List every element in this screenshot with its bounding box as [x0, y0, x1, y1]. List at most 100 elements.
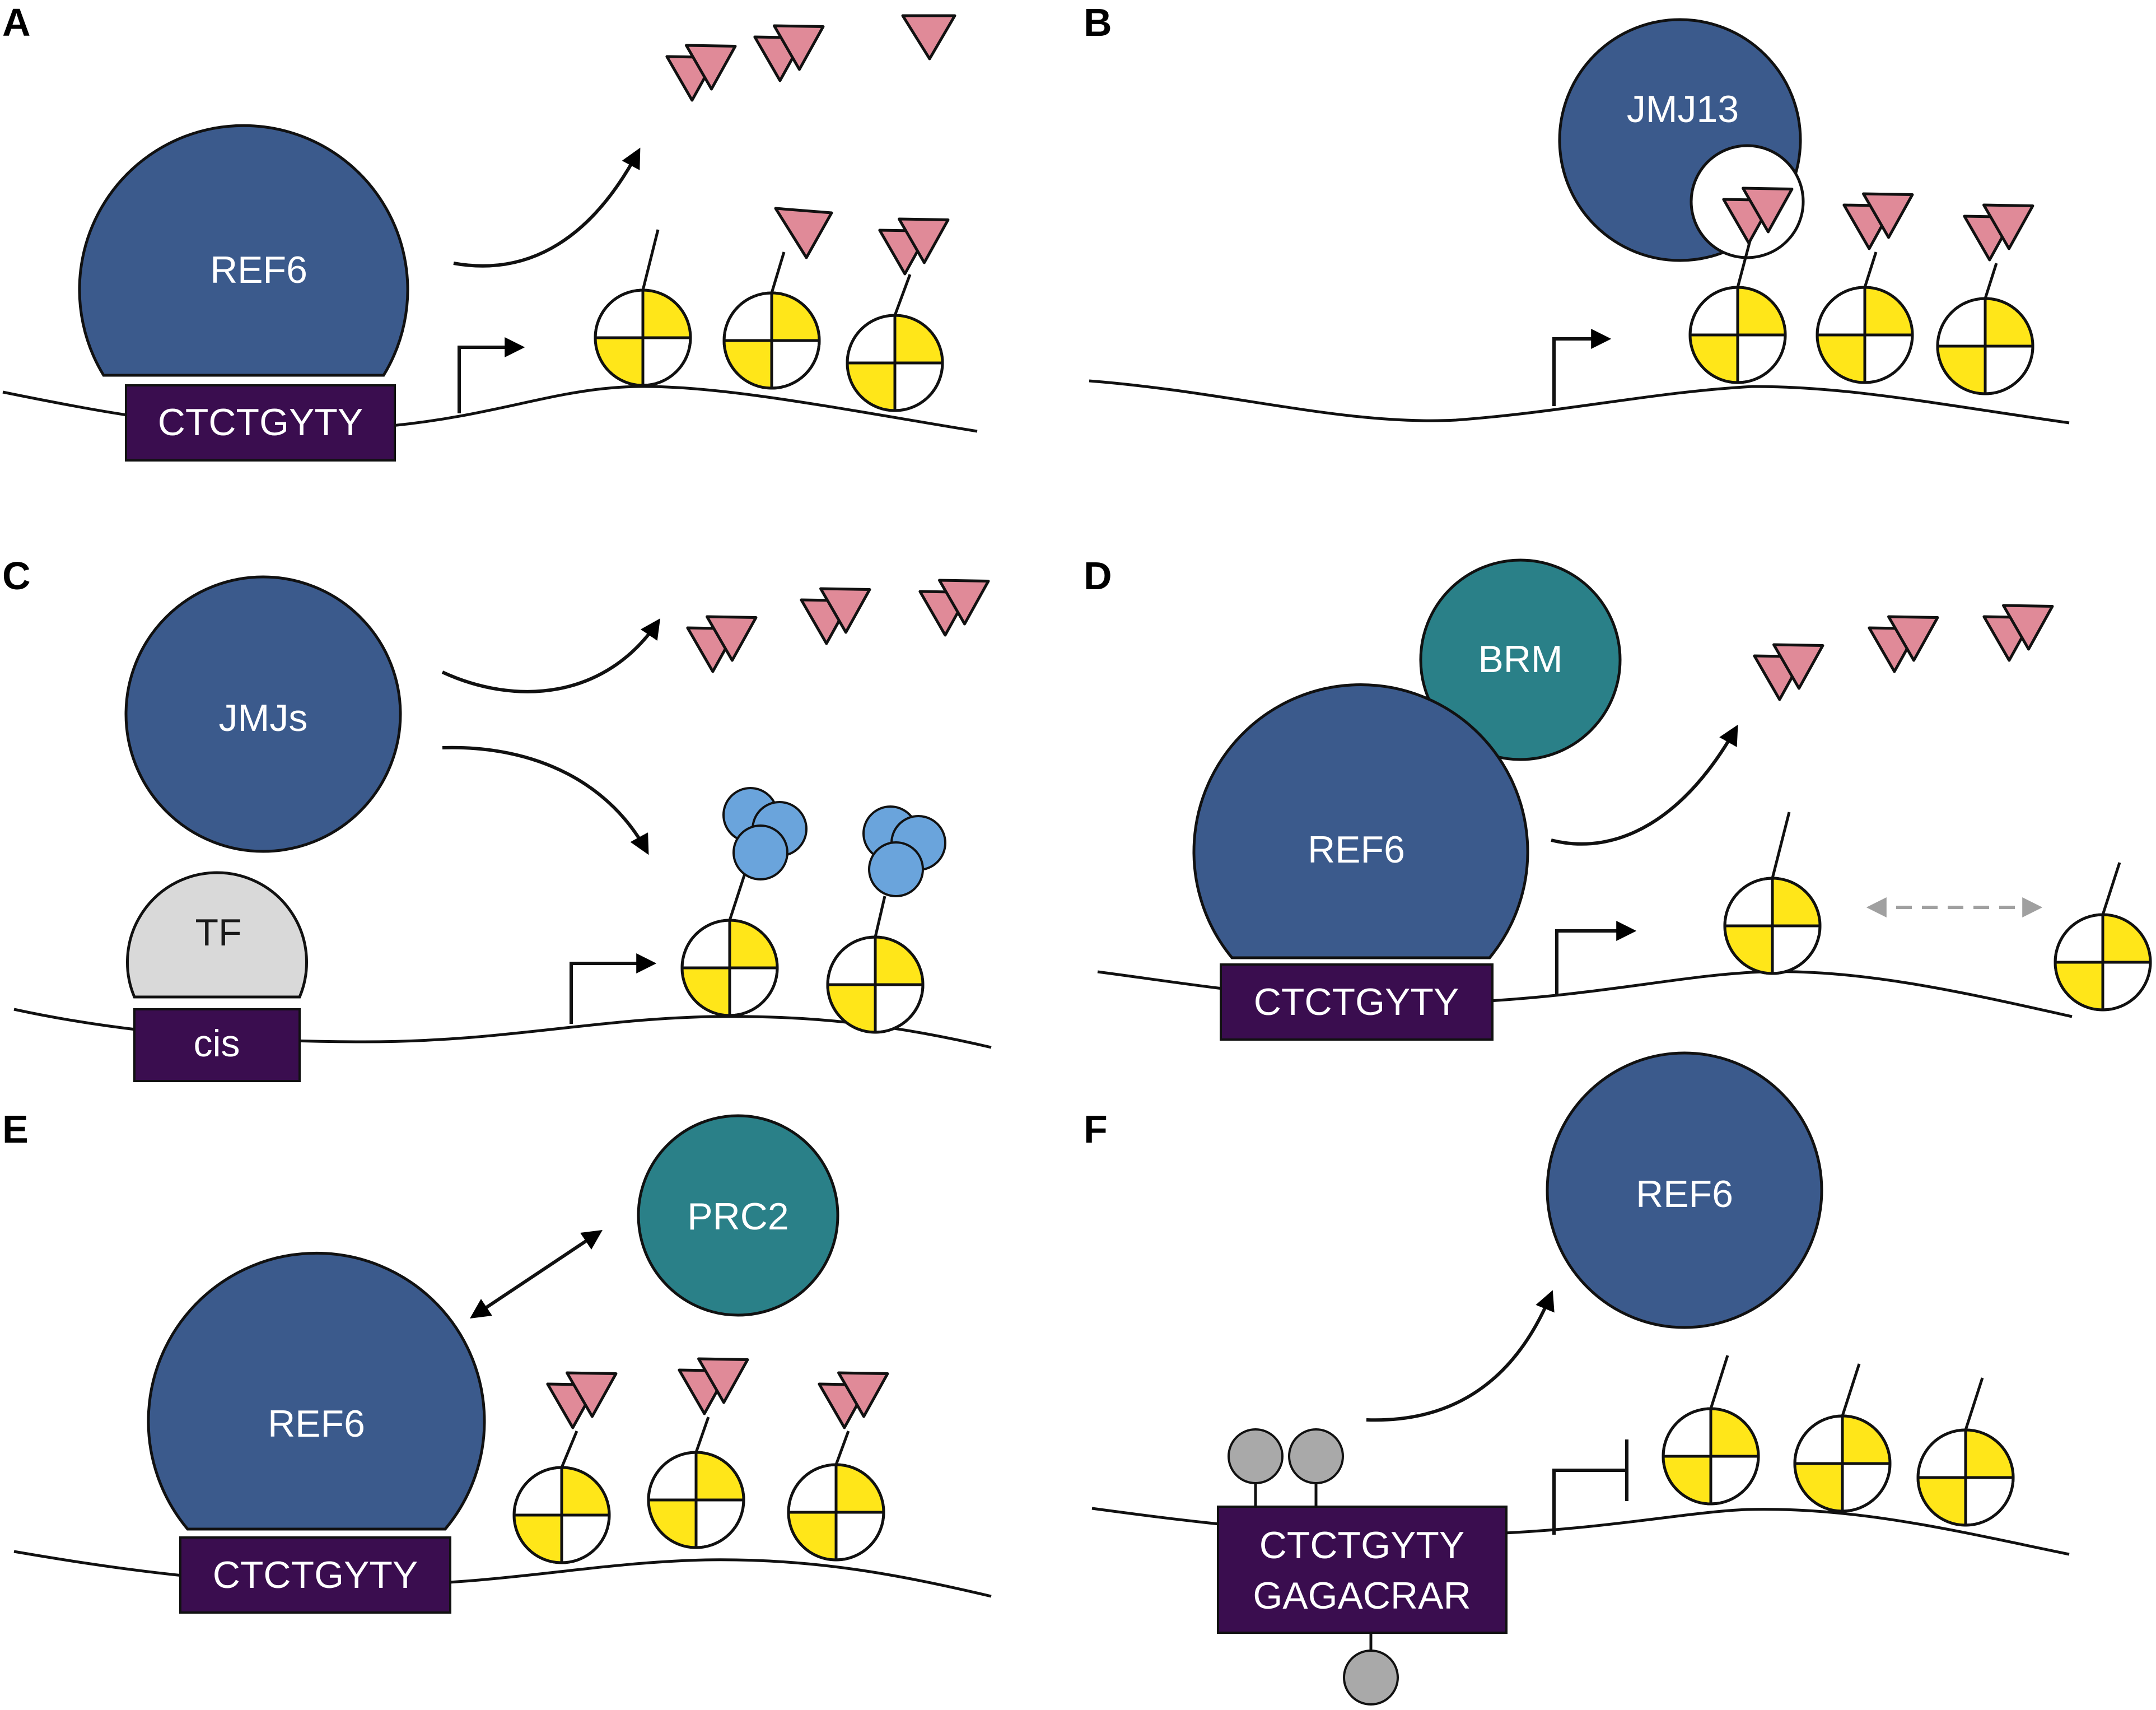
- histone-tail: [1984, 263, 1998, 299]
- histone-tail: [1841, 1363, 1861, 1417]
- nucleosome: [826, 935, 925, 1034]
- dna-strand: [1089, 379, 2070, 425]
- cis-element-box: [133, 1008, 301, 1082]
- methyl-mark-pair: [918, 579, 990, 637]
- panel-f-letter: F: [1084, 1107, 1108, 1151]
- protein-jmjs-label: JMJs: [219, 697, 308, 739]
- protein-ref6: [78, 124, 409, 377]
- methyl-mark-pair: [546, 1371, 618, 1429]
- methyl-mark-pair: [878, 217, 950, 276]
- motif-box: [1217, 1506, 1508, 1634]
- motif-box: [179, 1536, 451, 1614]
- methyl-mark-pair: [1868, 615, 1939, 673]
- dna-methylation-top: [1228, 1428, 1344, 1507]
- nucleosome: [680, 919, 779, 1017]
- protein-ref6: [147, 1251, 486, 1531]
- dna-methylation-bottom: [1343, 1633, 1399, 1706]
- dna-strand: [13, 1550, 992, 1598]
- methyl-mark-pair: [1722, 187, 1794, 245]
- acetyl-cluster: [722, 787, 808, 880]
- motif-label: CTCTGYTY: [1254, 981, 1459, 1023]
- motif-box: [125, 384, 396, 462]
- motif-label: CTCTGYTY: [213, 1554, 418, 1596]
- panel-b: B JMJ13: [1084, 1, 2070, 425]
- methyl-mark-pair: [678, 1357, 749, 1415]
- demethylation-arrow: [453, 147, 641, 268]
- histone-tail: [1771, 812, 1791, 879]
- transcription-factor: [126, 871, 308, 999]
- panel-f: F REF6 CTCTGYTY GAGACRAR: [1084, 1051, 2070, 1706]
- acetyl-cluster: [862, 805, 946, 897]
- histone-tail: [893, 274, 912, 316]
- protein-ref6-label: REF6: [1308, 828, 1405, 871]
- nucleosome: [512, 1466, 611, 1564]
- motif-label-line1: CTCTGYTY: [1259, 1524, 1464, 1567]
- protein-ref6: [1546, 1051, 1823, 1329]
- partner-brm-label: BRM: [1478, 638, 1562, 681]
- tss-arrow: [1555, 921, 1637, 994]
- methyl-mark-pair: [1753, 643, 1824, 701]
- methyl-mark-pair: [818, 1371, 889, 1429]
- histone-tail: [770, 251, 786, 293]
- protein-jmj13-label: JMJ13: [1627, 88, 1739, 131]
- tss-arrow: [458, 337, 525, 413]
- methyl-mark-pair: [1842, 192, 1914, 250]
- protein-ref6-label: REF6: [268, 1403, 365, 1445]
- motif-label: CTCTGYTY: [158, 401, 363, 444]
- interaction-arrow: [470, 1230, 603, 1318]
- panel-c-letter: C: [2, 554, 31, 598]
- nucleosome: [1688, 286, 1787, 384]
- panel-e-letter: E: [2, 1107, 29, 1151]
- panel-c: C TF JMJs cis: [2, 554, 992, 1082]
- methyl-mark-pair: [753, 24, 825, 82]
- tss-arrow: [570, 953, 657, 1024]
- nucleosome: [722, 291, 821, 390]
- panel-e: E PRC2 REF6 CTCTGYTY: [2, 1107, 992, 1614]
- methyl-mark-pair: [665, 44, 737, 102]
- motif-label-line2: GAGACRAR: [1253, 1574, 1471, 1617]
- panel-d: D BRM REF6 CTCTGYTY: [1084, 554, 2152, 1041]
- nucleosome: [1723, 877, 1822, 975]
- histone-tail: [728, 873, 746, 921]
- partner-prc2: [637, 1114, 839, 1317]
- panel-d-letter: D: [1084, 554, 1112, 598]
- nucleosome: [1936, 297, 2034, 395]
- panel-a: A REF6 CTCTGYTY: [2, 1, 978, 462]
- methyl-mark-pair: [686, 615, 758, 673]
- methyl-mark: [901, 14, 956, 60]
- released-methyl-marks: [686, 579, 990, 673]
- partner-prc2-label: PRC2: [687, 1195, 788, 1238]
- demethylation-arrow: [1551, 724, 1738, 846]
- nucleosome: [787, 1463, 885, 1562]
- released-methyl-marks: [665, 14, 956, 102]
- demethylation-arrow: [441, 618, 661, 693]
- histone-tail: [1709, 1355, 1729, 1409]
- histone-tail: [694, 1417, 710, 1453]
- nucleosome: [2054, 913, 2152, 1012]
- protein-ref6-label: REF6: [1636, 1173, 1733, 1215]
- repression-bar: [1552, 1439, 1628, 1535]
- acetylation-arrow: [442, 745, 649, 855]
- histone-tail: [1863, 251, 1878, 288]
- nucleosome: [846, 314, 944, 412]
- cis-element-label: cis: [193, 1022, 240, 1065]
- nucleosome: [647, 1451, 745, 1549]
- protein-jmjs: [124, 575, 402, 853]
- released-methyl-marks: [1753, 604, 2054, 701]
- histone-tail: [1964, 1377, 1984, 1431]
- protein-ref6-label: REF6: [210, 249, 307, 291]
- transcription-factor-label: TF: [195, 911, 241, 954]
- methyl-mark: [774, 207, 833, 259]
- histone-tail: [874, 896, 886, 938]
- methyl-mark-pair: [800, 587, 871, 645]
- panel-a-letter: A: [2, 1, 31, 44]
- nucleosome: [1662, 1407, 1760, 1506]
- methyl-mark-pair: [1982, 604, 2054, 662]
- nucleosome: [1816, 286, 1914, 384]
- histone-tail: [560, 1431, 578, 1468]
- histone-tail: [834, 1431, 850, 1465]
- protein-ref6: [1192, 683, 1529, 959]
- partner-brm: [1419, 558, 1622, 761]
- motif-box: [1220, 963, 1494, 1041]
